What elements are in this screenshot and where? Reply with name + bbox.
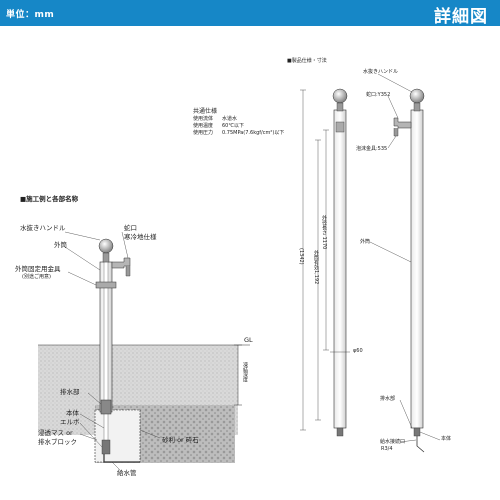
header-bar xyxy=(0,0,500,26)
label-gravel: 砂利 or 砕石 xyxy=(162,436,199,444)
drain-basin xyxy=(94,409,141,463)
spec-label-drain-port: 排水部 xyxy=(380,396,396,402)
spec-label-handle: 水抜きハンドル xyxy=(363,69,399,75)
label-elbow: エルボ xyxy=(60,418,80,426)
spec-row-label: 使用圧力 xyxy=(193,130,214,136)
label-drain-basin: 浸透マス or xyxy=(38,429,73,437)
pipe-elevation-left xyxy=(333,109,347,429)
spec-row-value: 水道水 xyxy=(222,116,238,122)
spec-label-faucet: 蛇口:Y352 xyxy=(366,92,391,98)
dim-outer: 外筒有効1,192 xyxy=(313,250,319,285)
spec-label-supply-port-size: R3/4 xyxy=(381,446,393,452)
spec-row-label: 使用温度 xyxy=(193,123,214,129)
label-handle: 水抜きハンドル xyxy=(20,224,66,232)
label-bracket-note: (別途ご用意) xyxy=(22,274,51,280)
label-body: 本体 xyxy=(66,409,79,417)
unit-label: 単位：mm xyxy=(6,10,55,20)
dim-diameter: φ60 xyxy=(353,348,363,354)
label-gl: GL xyxy=(244,336,253,344)
label-bracket: 外筒固定用金具 xyxy=(15,265,61,273)
dim-total: (1342) xyxy=(298,248,304,265)
handle-ball xyxy=(98,238,114,254)
supply-pipe xyxy=(103,452,140,463)
pipe-elevation-right xyxy=(410,109,424,429)
label-faucet: 蛇口 xyxy=(124,224,137,232)
label-drain-block: 排水ブロック xyxy=(38,438,77,446)
product-spec-title: ■製品仕様・寸法 xyxy=(287,58,327,64)
install-example-title: ■施工例と各部名称 xyxy=(20,195,79,203)
spec-label-foam-nozzle: 泡沫金具:535 xyxy=(356,146,388,152)
dim-inner: 外径長さ 1170 xyxy=(321,215,327,250)
spec-label-body: 本体 xyxy=(441,436,452,442)
product-spec-figure xyxy=(300,73,441,453)
spec-row-value: 60℃以下 xyxy=(222,123,244,129)
spec-label-outer-pipe: 外筒 xyxy=(360,239,371,245)
label-antifreeze: 寒冷地仕様 xyxy=(124,233,157,241)
install-example-figure xyxy=(38,231,250,473)
spec-label-supply-port: 給水接続口 xyxy=(380,439,406,445)
label-drain-port: 排水部 xyxy=(60,388,80,396)
bracket xyxy=(95,281,117,289)
spec-row-value: 0.75MPa(7.6kgf/cm²)以下 xyxy=(222,130,285,136)
detail-title: 詳細図 xyxy=(433,6,488,28)
label-outer-pipe: 外筒 xyxy=(54,241,67,249)
common-spec-title: 共通仕様 xyxy=(193,108,218,115)
label-supply-pipe: 給水管 xyxy=(117,469,137,477)
spec-row-label: 使用流体 xyxy=(193,116,214,122)
label-frost-depth: 凍結深度 xyxy=(242,362,248,382)
